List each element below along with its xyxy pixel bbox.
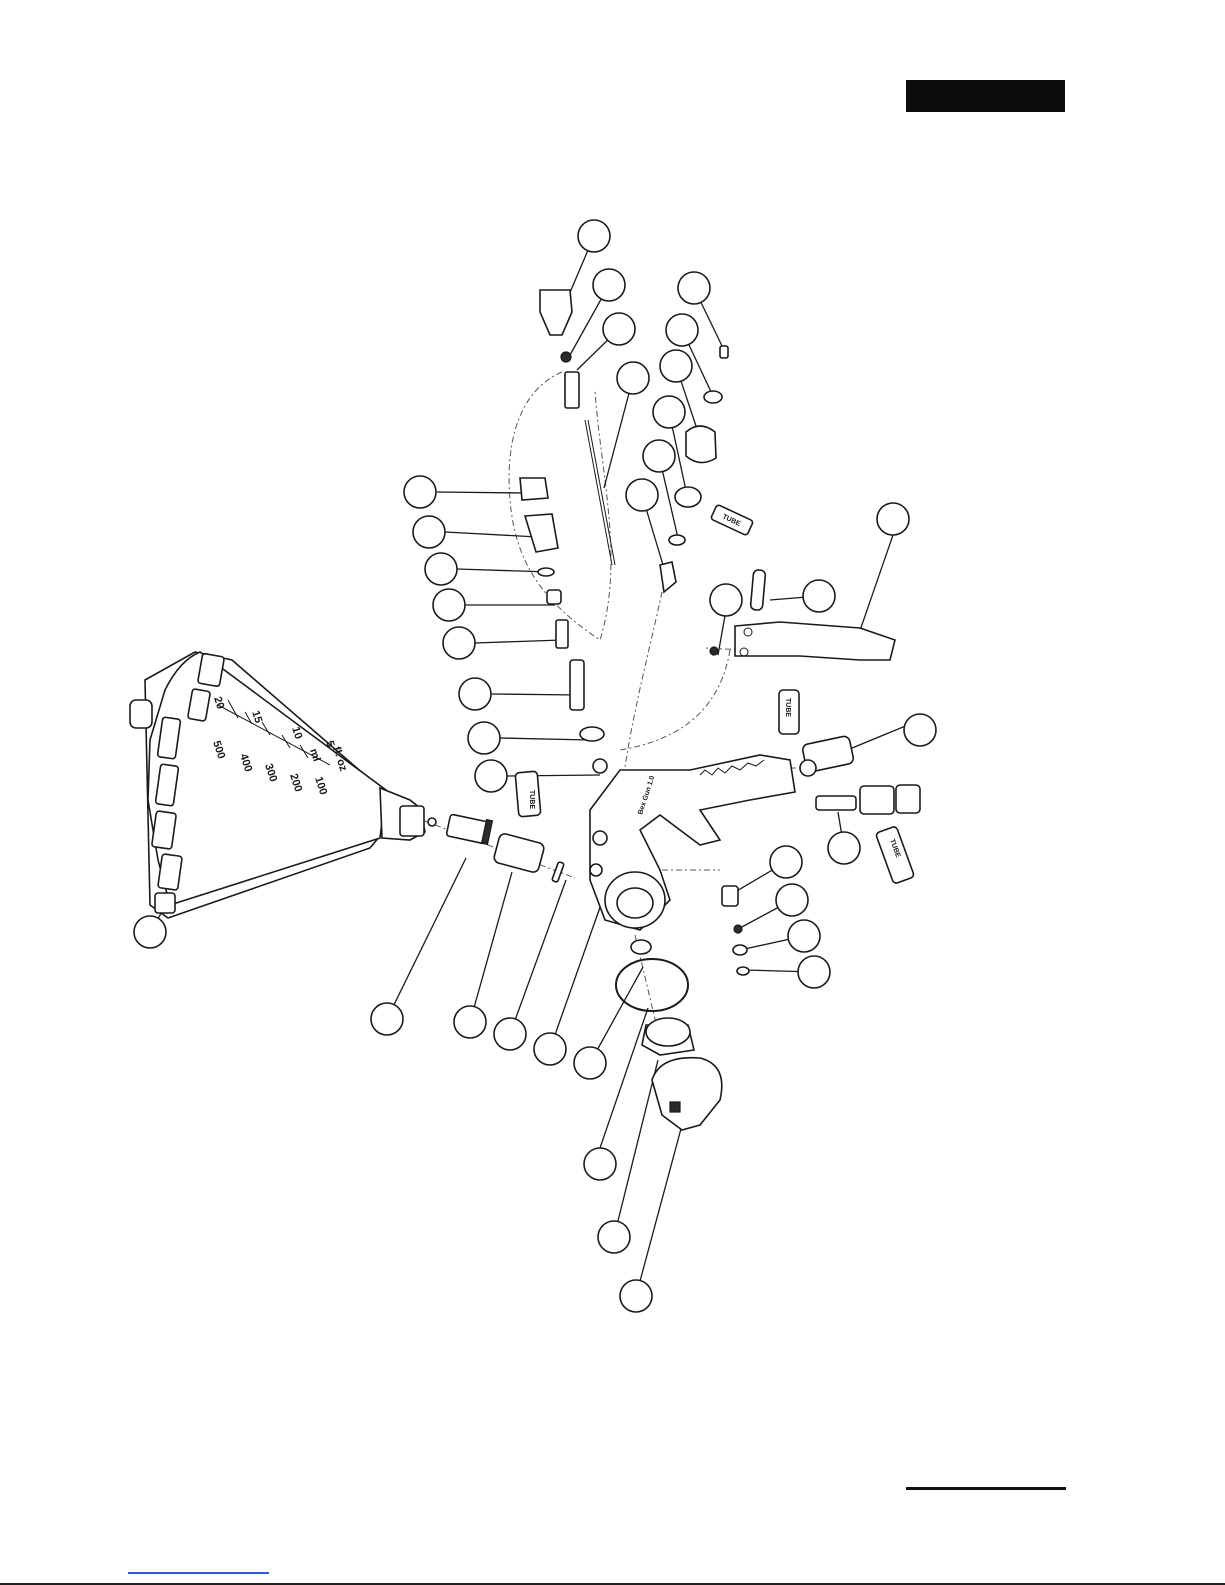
callout-marker xyxy=(678,272,710,304)
callout-marker xyxy=(660,350,692,382)
callout-marker xyxy=(803,580,835,612)
callout-marker xyxy=(454,1006,486,1038)
callout-marker xyxy=(617,362,649,394)
needle-and-packing xyxy=(520,290,615,773)
callout-marker xyxy=(593,269,625,301)
callout-marker xyxy=(534,1033,566,1065)
callout-marker xyxy=(603,313,635,345)
callout-marker xyxy=(653,396,685,428)
callout-marker xyxy=(776,884,808,916)
callout-marker xyxy=(770,846,802,878)
callout-marker xyxy=(666,314,698,346)
callout-marker xyxy=(459,678,491,710)
tube-label-left: TUBE xyxy=(528,790,535,809)
callout-marker xyxy=(134,916,166,948)
callout-marker xyxy=(904,714,936,746)
callout-marker xyxy=(574,1047,606,1079)
tube-label-right-top: TUBE xyxy=(784,698,791,717)
callout-marker xyxy=(620,1280,652,1312)
footer-rule xyxy=(906,1487,1066,1490)
air-cap-assembly xyxy=(616,940,722,1130)
callout-marker xyxy=(404,476,436,508)
callout-marker xyxy=(626,479,658,511)
trigger-assembly xyxy=(710,570,895,660)
callout-marker xyxy=(468,722,500,754)
callout-marker xyxy=(877,503,909,535)
callout-marker xyxy=(494,1018,526,1050)
callout-marker xyxy=(828,832,860,864)
callout-marker xyxy=(425,553,457,585)
callout-marker xyxy=(443,627,475,659)
callout-marker xyxy=(413,516,445,548)
spray-gun-body: Bex Gun 1.0 xyxy=(590,755,795,930)
callout-marker xyxy=(798,956,830,988)
callout-marker xyxy=(433,589,465,621)
callout-marker xyxy=(584,1148,616,1180)
callout-marker xyxy=(578,220,610,252)
callout-marker xyxy=(475,760,507,792)
callout-marker xyxy=(643,440,675,472)
callout-marker xyxy=(598,1221,630,1253)
callout-marker xyxy=(710,584,742,616)
callout-marker xyxy=(371,1003,403,1035)
callout-marker xyxy=(788,920,820,952)
paint-cup: 500 400 300 200 100 ml 20 15 10 5 fl. oz xyxy=(130,650,425,918)
footer-link-underline[interactable] xyxy=(128,1572,269,1574)
